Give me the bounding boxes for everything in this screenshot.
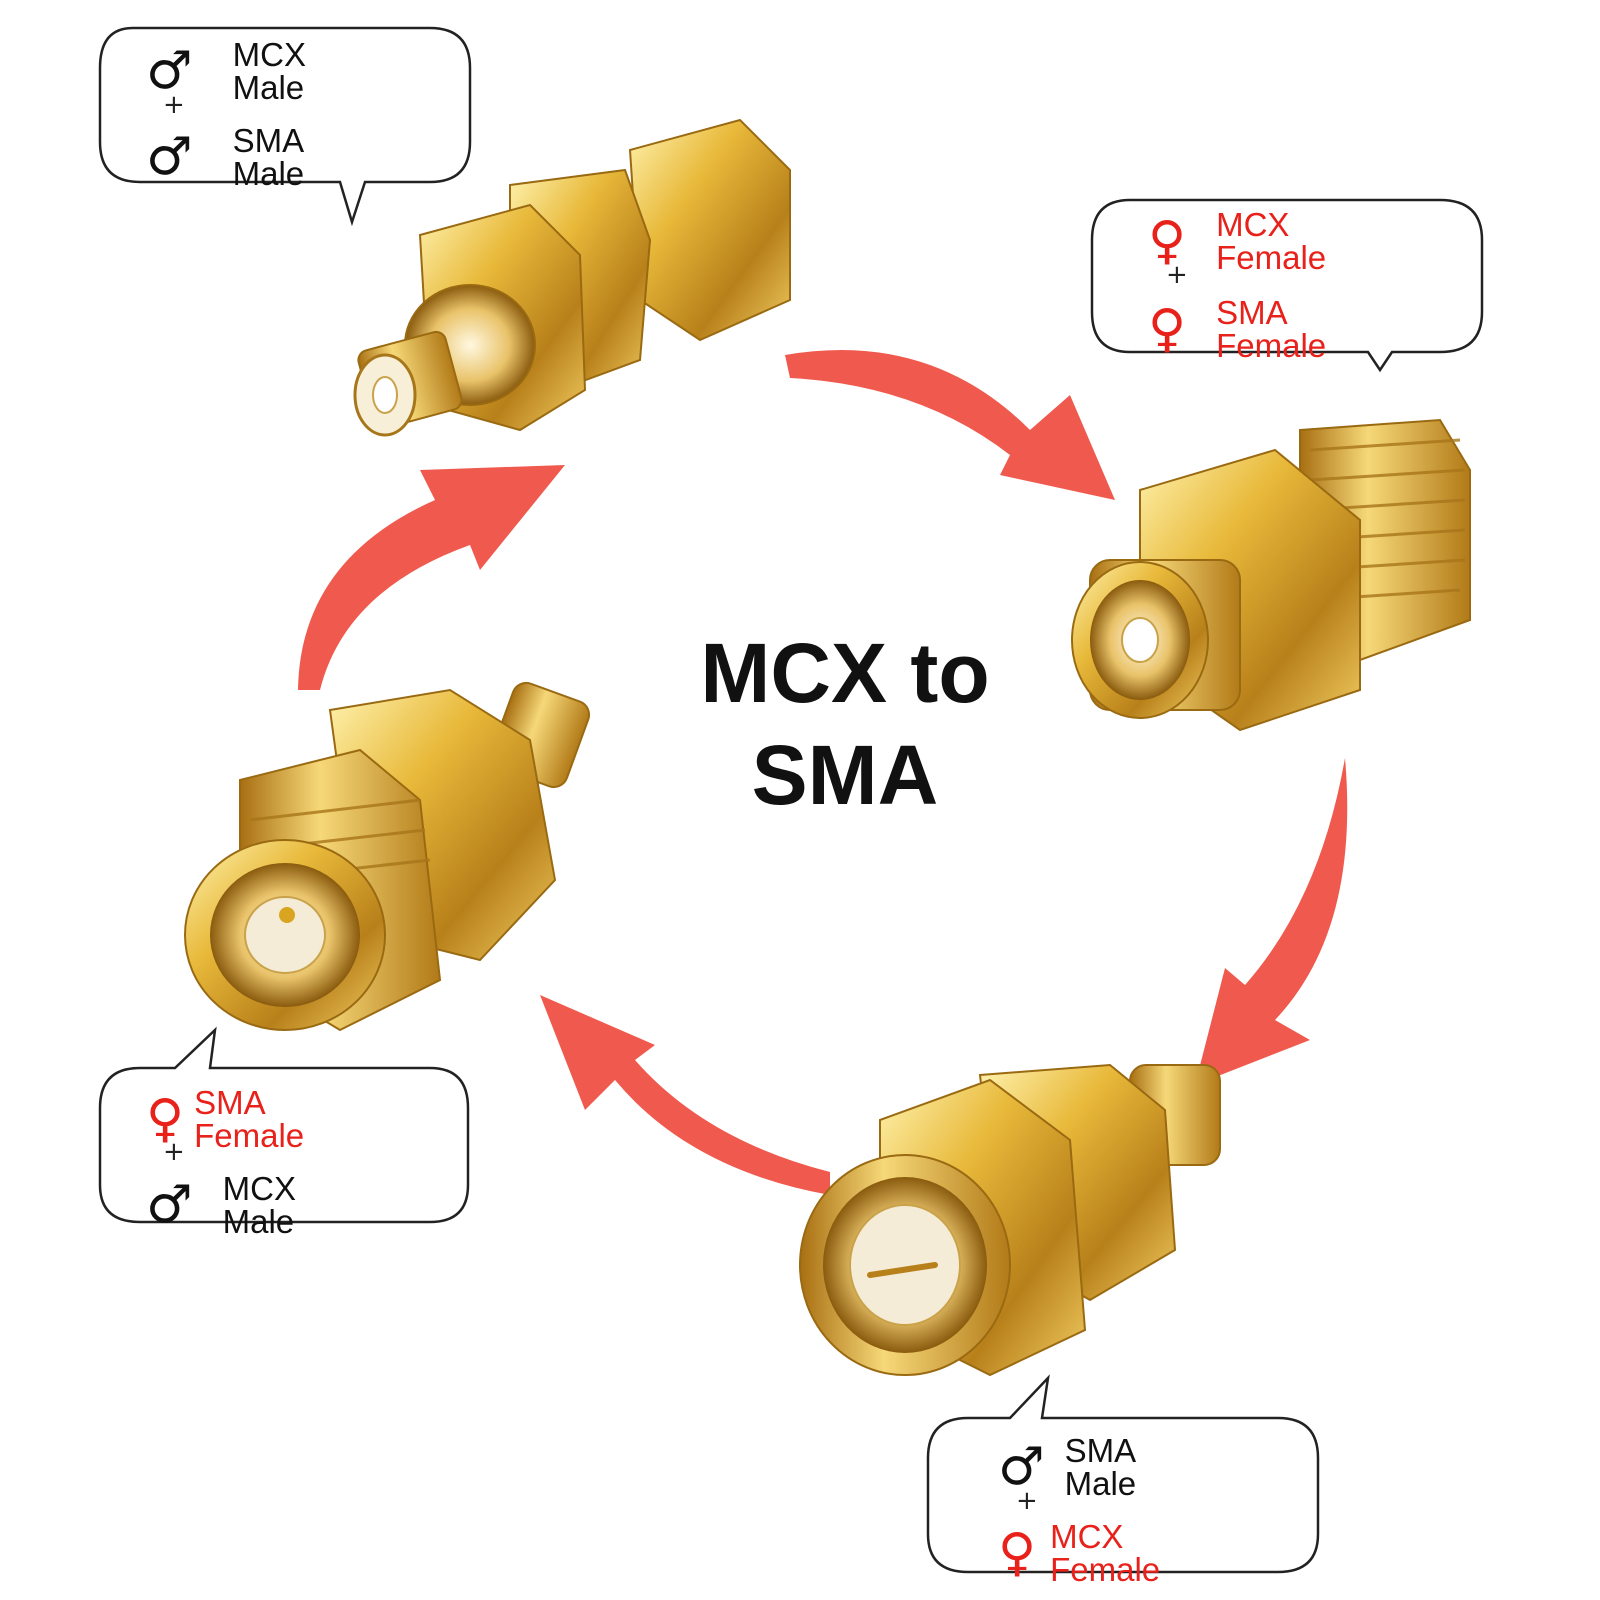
plus-sign: + — [163, 1137, 185, 1167]
page-title: MCX to SMA — [640, 622, 1050, 827]
callout-label-sma-male: SMA Male — [232, 122, 305, 192]
cycle-arrow-icon — [785, 350, 1115, 500]
callout-label-mcx-female: MCX Female — [1050, 1518, 1161, 1588]
female-symbol-icon: ♀ — [146, 1089, 185, 1149]
callout-label-sma-female: SMA Female — [194, 1084, 305, 1154]
plus-sign: + — [1166, 260, 1188, 290]
male-symbol-icon: ♂ — [146, 127, 193, 187]
callout-label-mcx-male: MCX Male — [222, 1170, 296, 1240]
callout-bubble-bottom-left — [98, 1026, 470, 1224]
callout-label-sma-female: SMA Female — [1216, 294, 1327, 364]
callout-label-sma-male: SMA Male — [1064, 1432, 1137, 1502]
plus-sign: + — [1016, 1486, 1038, 1516]
cycle-arrow-icon — [1195, 758, 1348, 1085]
callout-bubble-bottom-right — [926, 1374, 1320, 1574]
male-symbol-icon: ♂ — [146, 41, 193, 101]
cycle-arrow-icon — [540, 995, 830, 1195]
adapter-connector-image — [353, 118, 791, 437]
male-symbol-icon: ♂ — [998, 1437, 1045, 1497]
adapter-connector-image — [1071, 418, 1471, 732]
cycle-arrow-icon — [298, 465, 565, 690]
title-line-1: MCX to — [700, 626, 990, 720]
callout-bubble-top-right — [1090, 198, 1484, 373]
adapter-connector-image — [799, 1063, 1221, 1377]
male-symbol-icon: ♂ — [146, 1175, 193, 1235]
callout-bubble-top-left — [98, 26, 472, 227]
female-symbol-icon: ♀ — [998, 1523, 1037, 1583]
plus-sign: + — [163, 90, 185, 120]
female-symbol-icon: ♀ — [1148, 299, 1187, 359]
female-symbol-icon: ♀ — [1148, 211, 1187, 271]
callout-label-mcx-female: MCX Female — [1216, 206, 1327, 276]
title-line-2: SMA — [751, 728, 939, 823]
callout-label-mcx-male: MCX Male — [232, 36, 306, 106]
adapter-connector-image — [184, 681, 591, 1032]
